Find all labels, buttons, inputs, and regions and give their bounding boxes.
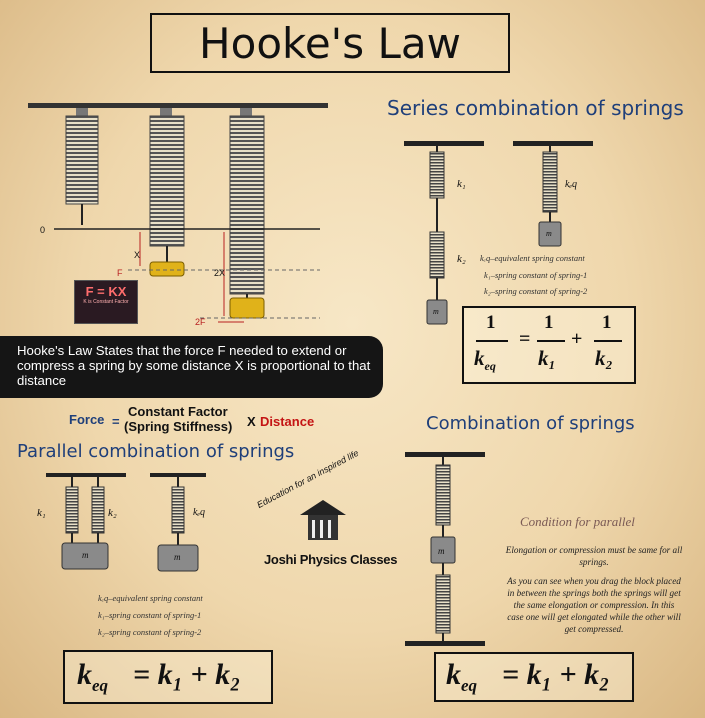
series-note-3: k₂–spring constant of spring-2 <box>484 286 588 296</box>
series-num-3: 1 <box>602 312 612 333</box>
series-note-2: k₁–spring constant of spring-1 <box>484 270 588 280</box>
series-keq-sub: eq <box>484 359 496 374</box>
condition-2: As you can see when you drag the block p… <box>507 576 681 634</box>
series-keq-k: k <box>474 346 485 370</box>
combination-mass: m <box>438 546 445 556</box>
series-k1: k₁ <box>538 346 556 370</box>
series-k2-label: k₂ <box>457 253 466 265</box>
logo-graphic <box>300 500 346 540</box>
parallel-section-title: Parallel combination of springs <box>17 441 295 462</box>
logo-name: Joshi Physics Classes <box>264 552 398 567</box>
series-note-1: kₑq–equivalent spring constant <box>480 253 585 263</box>
series-num-1: 1 <box>486 312 496 333</box>
series-plus-sign: + <box>571 328 583 350</box>
two-x-label: 2X <box>214 268 226 278</box>
series-diagram <box>404 141 593 325</box>
combination-formula-box: keq = k₁ + k₂ <box>434 652 634 702</box>
series-mass-1: m <box>433 307 439 316</box>
series-section-title: Series combination of springs <box>387 96 684 120</box>
force-word: Force <box>69 412 105 427</box>
series-k2: k₂ <box>595 346 613 370</box>
x-label: X <box>134 250 141 260</box>
series-frac-bar-2 <box>537 340 565 342</box>
series-k1-label: k₁ <box>457 178 466 190</box>
parallel-k2-label: k₂ <box>108 507 117 519</box>
parallel-note-3: k₂–spring constant of spring-2 <box>98 627 202 637</box>
parallel-formula-box: keq = k₁ + k₂ <box>63 650 273 704</box>
distance-word: Distance <box>260 414 315 429</box>
parallel-mass-1: m <box>82 550 89 560</box>
f-label: F <box>117 268 123 278</box>
parallel-note-2: k₁–spring constant of spring-1 <box>98 610 202 620</box>
page-title: Hooke's Law <box>150 13 510 73</box>
spring-stiffness: (Spring Stiffness) <box>124 419 233 434</box>
series-num-2: 1 <box>544 312 554 333</box>
condition-title: Condition for parallel <box>520 514 635 529</box>
zero-label: 0 <box>40 225 46 235</box>
parallel-keq: keq <box>77 658 109 695</box>
parallel-formula-rhs: = k₁ + k₂ <box>133 658 241 691</box>
series-frac-bar-3 <box>594 340 622 342</box>
combination-formula-rhs: = k₁ + k₂ <box>502 658 610 691</box>
fkx-note: K is Constant Factor <box>83 299 129 305</box>
combination-section-title: Combination of springs <box>426 413 635 434</box>
constant-factor: Constant Factor <box>128 404 228 419</box>
series-keq: keq <box>474 346 496 374</box>
fkx-formula: F = KX <box>85 284 127 299</box>
hooke-spring-diagram <box>28 103 328 323</box>
series-keq-label: kₑq <box>565 179 578 190</box>
parallel-mass-2: m <box>174 552 181 562</box>
fkx-box: F = KX K is Constant Factor <box>74 280 138 324</box>
combination-diagram <box>405 452 485 646</box>
two-f-label: 2F <box>195 317 206 327</box>
parallel-diagram <box>46 473 206 572</box>
parallel-keq-label: kₑq <box>193 507 206 518</box>
condition-1: Elongation or compression must be same f… <box>505 545 683 567</box>
times-sign: X <box>247 414 256 429</box>
series-frac-bar-1 <box>476 340 508 342</box>
parallel-note-1: kₑq–equivalent spring constant <box>98 593 203 603</box>
series-formula-box: 1 keq = 1 k₁ + 1 k₂ <box>462 306 636 384</box>
series-eq-sign: = <box>519 328 531 350</box>
combination-keq: keq <box>446 658 478 695</box>
force-equals: = <box>112 414 120 429</box>
parallel-k1-label: k₁ <box>37 507 46 519</box>
hookes-statement: Hooke's Law States that the force F need… <box>0 336 383 398</box>
series-mass-2: m <box>546 229 552 238</box>
